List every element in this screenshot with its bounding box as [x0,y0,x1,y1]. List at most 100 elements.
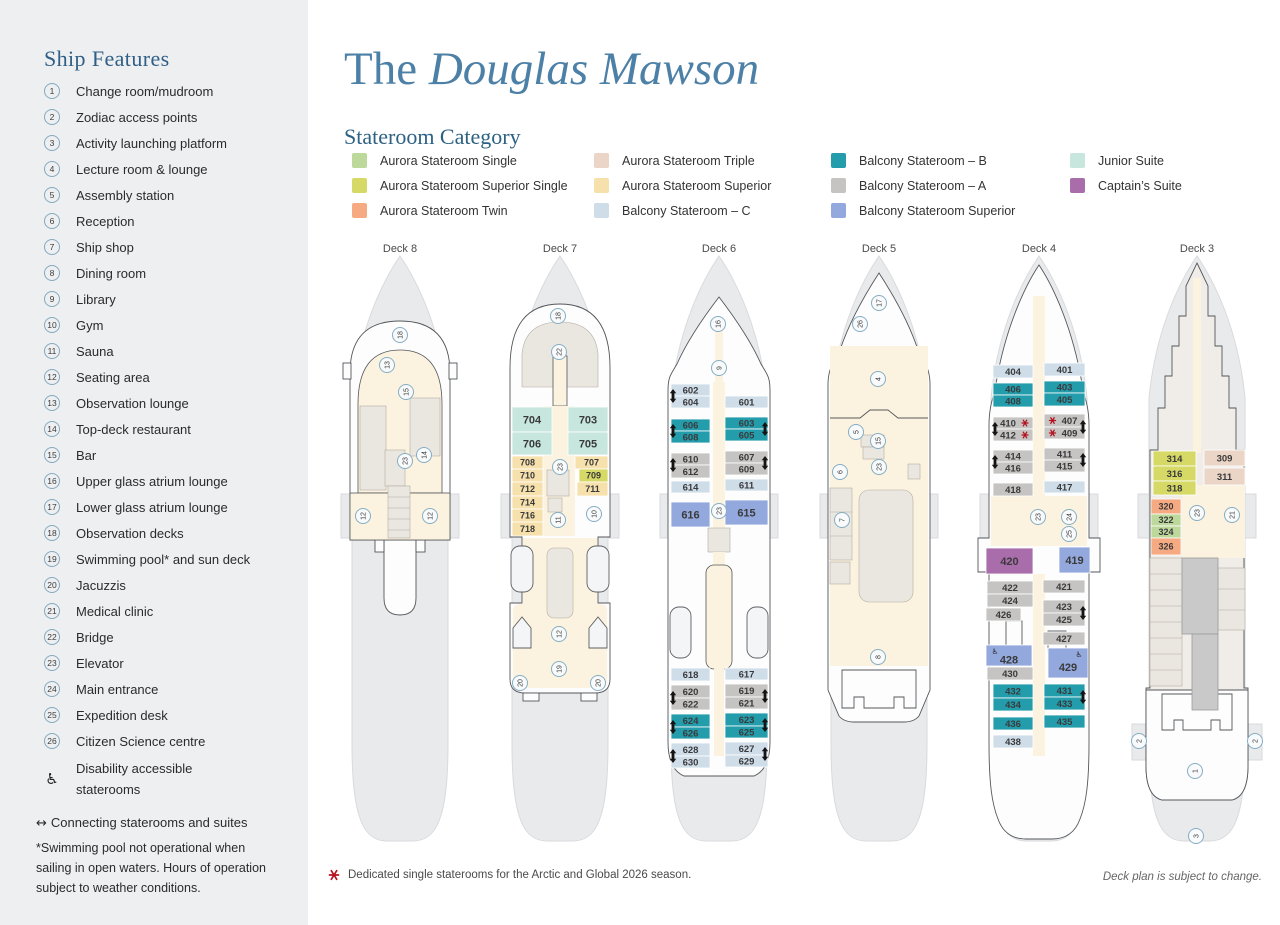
legend-label: Aurora Stateroom Twin [380,203,508,218]
deck-structure [746,606,769,659]
room-number: 616 [681,509,699,521]
legend-item-balcony_b: Balcony Stateroom – B [831,148,1015,173]
deck-structure [1193,278,1201,453]
legend-label: Balcony Stateroom – A [859,178,987,193]
room-number: 711 [585,484,600,494]
legend-label: Captain’s Suite [1098,178,1182,193]
deck-structure [409,397,441,457]
room-number: 434 [1005,700,1022,711]
connecting-note-text: Connecting staterooms and suites [50,815,248,830]
room-number: 406 [1005,384,1021,395]
feature-label: Bridge [76,629,114,645]
feature-marker-number: 23 [876,463,883,471]
feature-marker-23 [1030,509,1046,525]
connecting-rooms-arrow-icon [761,422,769,436]
room-430 [986,666,1034,681]
room-612 [670,464,711,479]
feature-number-badge: 22 [44,629,60,645]
room-number: 314 [1167,454,1184,465]
legend-label: Aurora Stateroom Superior Single [380,178,568,193]
feature-number-badge: 25 [44,707,60,723]
deck-structure [707,527,731,553]
feature-label: Lower glass atrium lounge [76,499,228,515]
room-number: 309 [1217,453,1233,464]
room-706 [511,431,553,456]
connecting-rooms-arrow-icon [669,749,677,763]
room-number: 625 [739,727,756,738]
room-718 [511,521,544,537]
feature-marker-number: 23 [557,463,564,471]
room-611 [724,478,769,492]
connecting-rooms-arrow-icon [669,389,677,403]
room-number: 320 [1158,502,1173,512]
ship-features-title: Ship Features [44,46,170,71]
room-609 [724,462,769,476]
room-618 [670,667,711,682]
feature-number-badge: 4 [44,161,60,177]
feature-marker-17 [871,295,887,311]
room-408 [992,394,1034,408]
room-number: 619 [739,686,755,697]
room-438 [992,734,1034,749]
room-number: 311 [1217,472,1233,483]
legend-swatch-balcony_b [831,153,846,168]
room-number: 630 [683,757,699,768]
feature-label: Observation lounge [76,395,189,411]
deck-structure [510,545,534,593]
feature-marker-number: 23 [1194,509,1201,517]
deck-structure [669,606,692,659]
room-417 [1043,480,1086,494]
legend-swatch-triple [594,153,609,168]
feature-number-badge: 15 [44,447,60,463]
red-asterisk-icon [328,869,340,881]
feature-marker-23 [1189,505,1205,521]
deck-structure [415,539,426,553]
feature-item-wheelchair: ♿Disability accessible staterooms [44,758,250,800]
deck-structure [383,539,417,616]
room-number: 425 [1056,615,1073,626]
deck-structure [342,362,352,380]
feature-marker-number: 16 [715,320,722,328]
feature-marker-number: 25 [1066,530,1073,538]
room-number: 615 [737,507,755,519]
legend-swatch-captain [1070,178,1085,193]
room-number: 316 [1167,469,1183,480]
feature-number-badge: 5 [44,187,60,203]
wheelchair-accessible-icon: ♿ [1076,650,1083,659]
room-number: 714 [520,498,535,508]
feature-marker-13 [379,357,395,373]
connecting-rooms-arrow-icon [669,720,677,734]
deck-structure [552,355,568,407]
deck-label: Deck 8 [383,243,417,255]
connecting-rooms-arrow-icon [669,424,677,438]
feature-number-badge: 9 [44,291,60,307]
legend-item-single: Aurora Stateroom Single [352,148,568,173]
feature-marker-25 [1061,526,1077,542]
feature-number-badge: 14 [44,421,60,437]
room-629 [724,754,769,768]
deck-structure [715,318,723,382]
room-435 [1043,714,1086,729]
room-621 [724,696,769,710]
feature-marker-number: 21 [1229,511,1236,519]
single-stateroom-asterisk-icon [1048,429,1057,437]
room-number: 418 [1005,485,1021,496]
room-704 [511,406,553,433]
feature-label: Medical clinic [76,603,154,619]
feature-label: Expedition desk [76,707,168,723]
legend-item-superior_single: Aurora Stateroom Superior Single [352,173,568,198]
deck-structure [830,409,928,419]
feature-label: Change room/mudroom [76,83,214,99]
room-number: 618 [683,670,699,681]
deck-structure [586,545,610,593]
feature-marker-5 [848,424,864,440]
feature-marker-2 [1131,733,1147,749]
feature-number-badge: 12 [44,369,60,385]
room-number: 424 [1002,596,1019,607]
